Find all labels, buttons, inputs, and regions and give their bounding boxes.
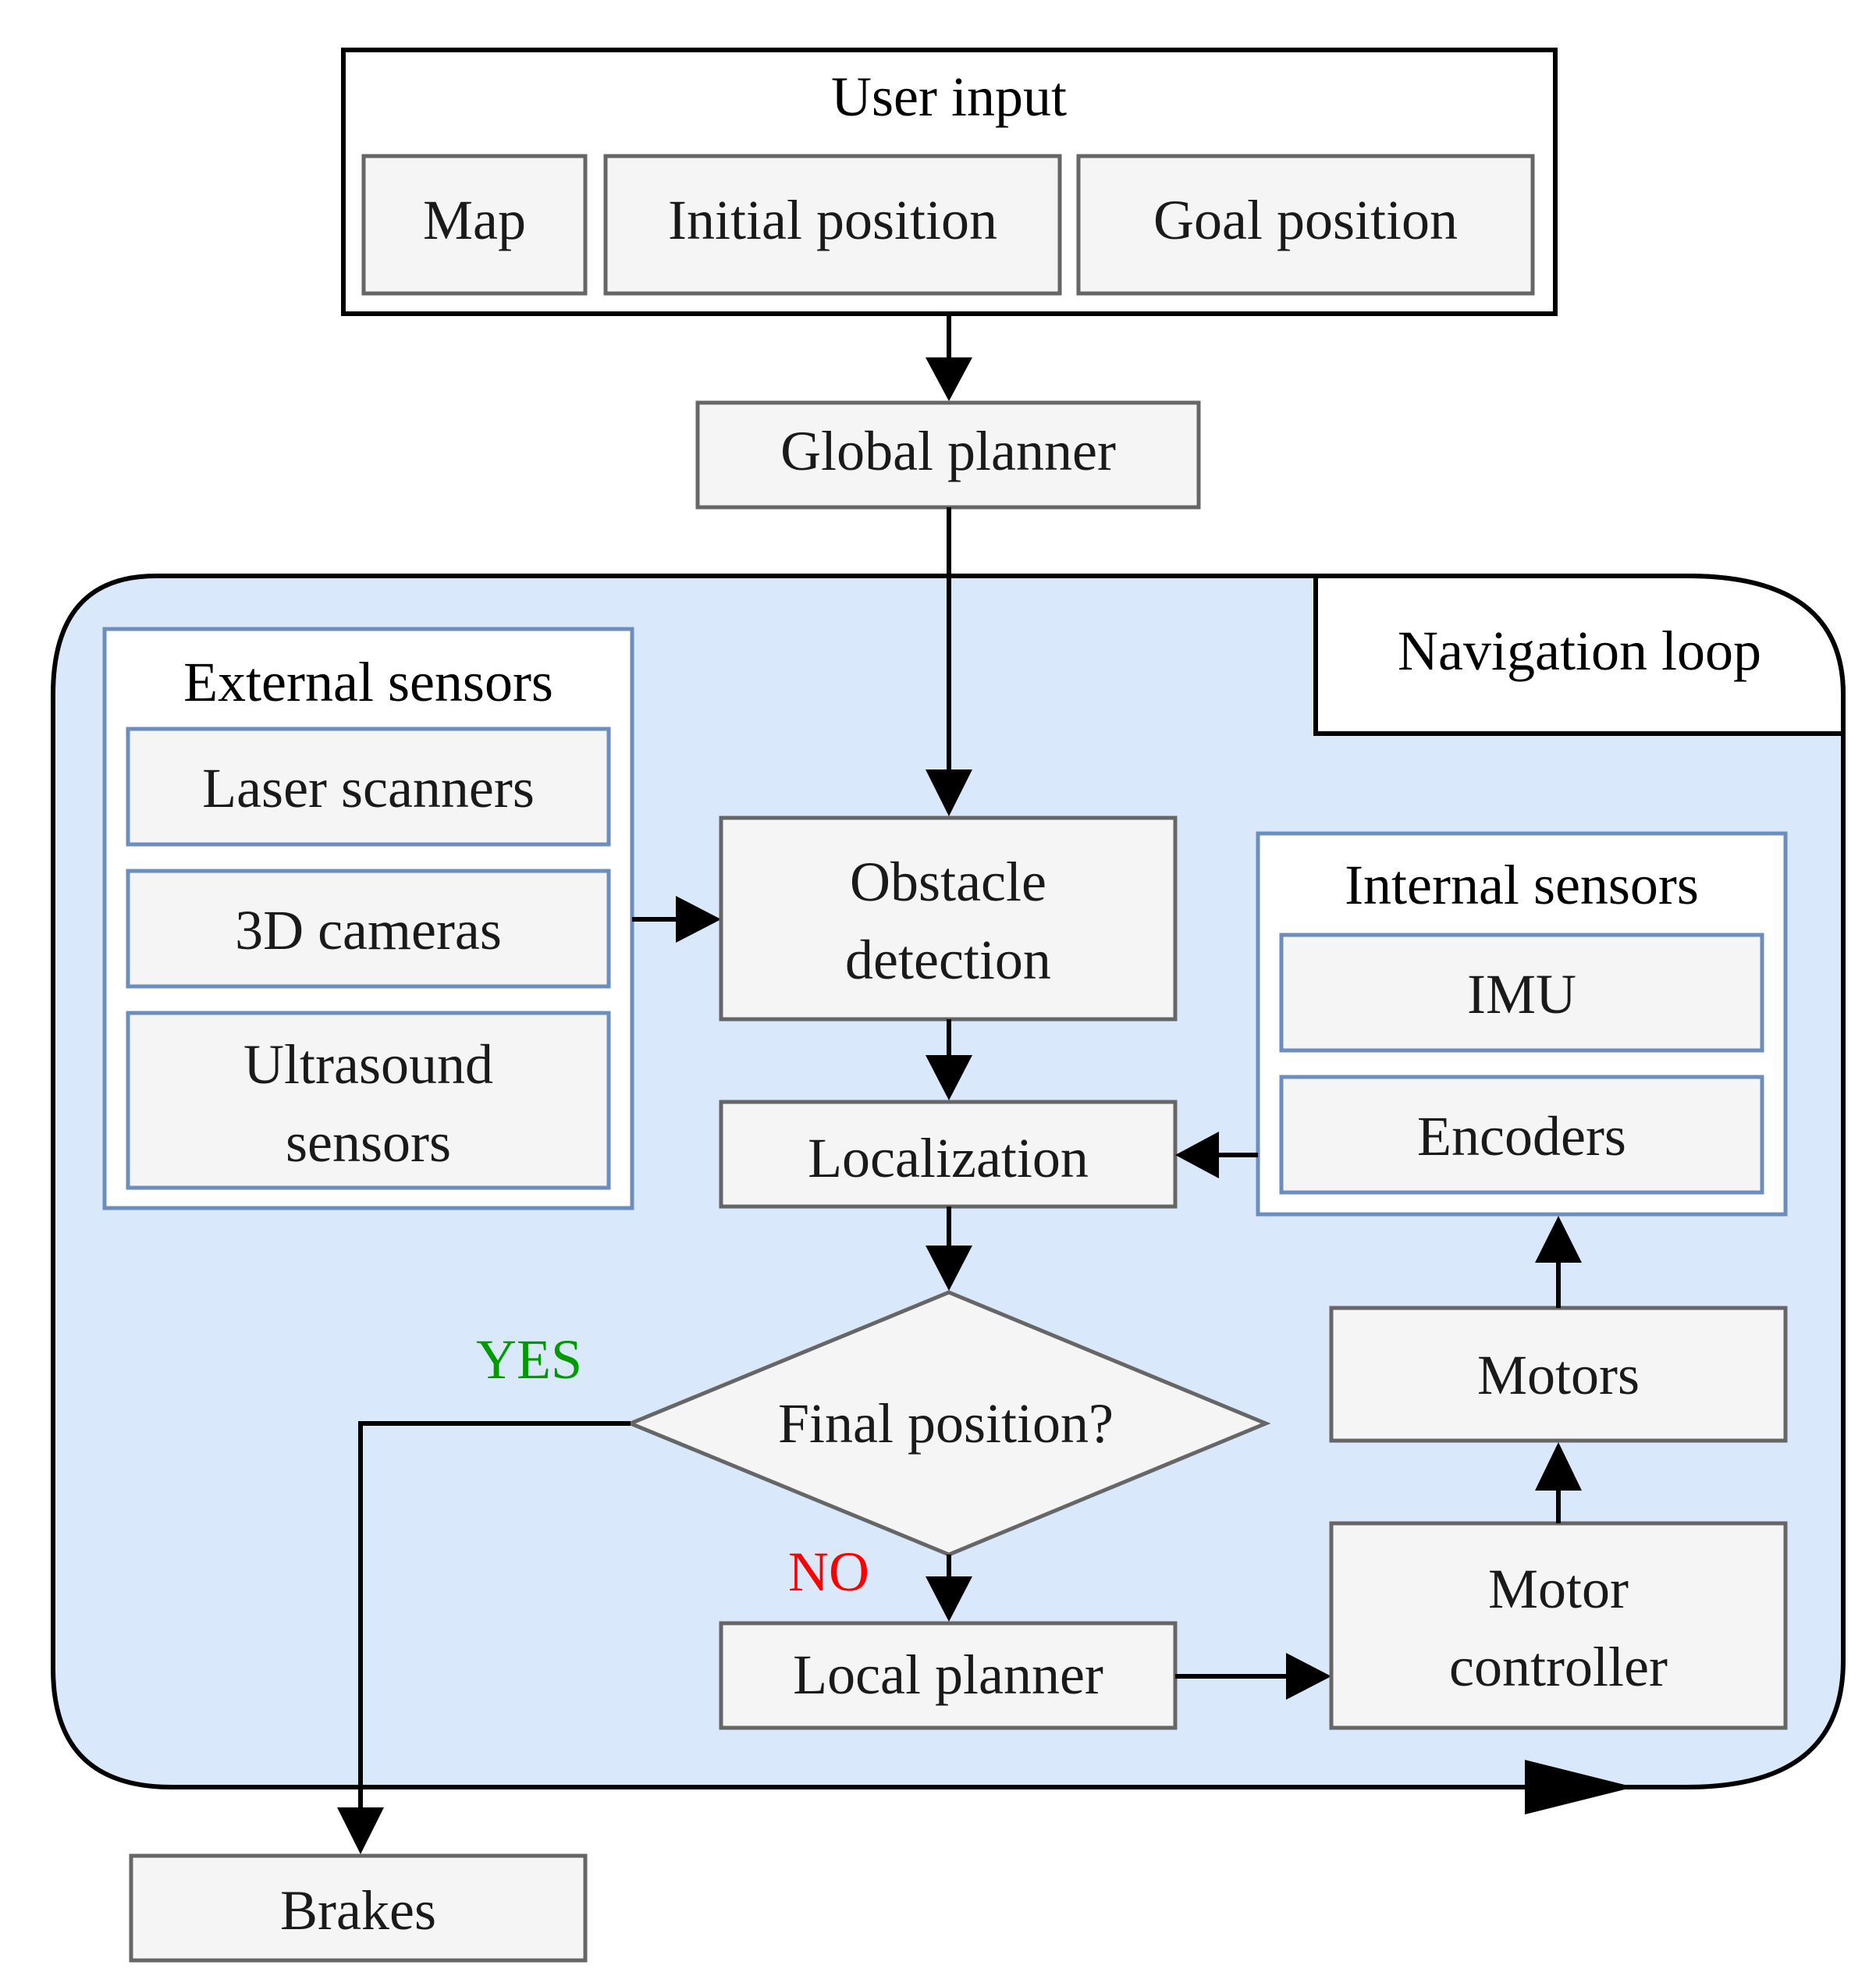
local-planner-box[interactable]: Local planner [719,1621,1178,1730]
internal-sensors-title: Internal sensors [1345,854,1699,916]
ultrasound-label-line1: Ultrasound [243,1033,493,1096]
map-box[interactable]: Map [361,154,588,296]
obstacle-detection-line2: detection [845,929,1051,991]
motor-controller-box[interactable]: Motor controller [1329,1521,1788,1730]
arrow-controller-to-motors [1535,1442,1582,1523]
external-sensors-group: External sensors Laser scanners 3D camer… [102,627,634,1210]
initial-position-label: Initial position [668,189,997,251]
localization-label: Localization [808,1127,1089,1189]
encoders-box[interactable]: Encoders [1279,1075,1764,1195]
local-planner-label: Local planner [793,1644,1103,1706]
arrow-yes-to-brakes [337,1421,631,1854]
yes-label: YES [476,1328,582,1391]
imu-box[interactable]: IMU [1279,933,1764,1053]
no-label: NO [788,1541,869,1603]
final-position-label: Final position? [778,1392,1114,1455]
arrow-user-to-global [926,314,972,401]
final-position-decision[interactable]: Final position? [625,1290,1271,1557]
motor-controller-line1: Motor [1488,1558,1629,1620]
arrow-obstacle-to-localization [926,1019,972,1100]
external-sensors-title: External sensors [183,651,553,713]
motors-box[interactable]: Motors [1329,1306,1788,1443]
global-planner-box[interactable]: Global planner [695,400,1201,510]
ultrasound-sensors-box[interactable]: Ultrasound sensors [126,1011,611,1190]
arrow-localization-to-decision [926,1207,972,1291]
3d-cameras-label: 3D cameras [235,899,502,961]
loop-direction-arrow [1525,1760,1634,1814]
arrow-motors-to-internal [1535,1216,1582,1308]
goal-position-box[interactable]: Goal position [1076,154,1535,296]
obstacle-detection-line1: Obstacle [850,851,1046,913]
arrow-no-to-local-planner [926,1555,972,1622]
initial-position-box[interactable]: Initial position [603,154,1062,296]
3d-cameras-box[interactable]: 3D cameras [126,869,611,989]
encoders-label: Encoders [1417,1105,1626,1167]
navigation-loop-title: Navigation loop [1398,620,1761,682]
laser-scanners-box[interactable]: Laser scanners [126,727,611,847]
motor-controller-line2: controller [1449,1636,1668,1698]
internal-sensors-group: Internal sensors IMU Encoders [1256,831,1788,1217]
arrow-local-to-controller [1175,1653,1331,1700]
ultrasound-label-line2: sensors [286,1111,451,1174]
user-input-title: User input [831,66,1067,128]
brakes-label: Brakes [280,1879,436,1942]
obstacle-detection-box[interactable]: Obstacle detection [719,816,1178,1022]
brakes-box[interactable]: Brakes [129,1853,588,1963]
laser-scanners-label: Laser scanners [202,757,535,819]
arrow-external-to-obstacle [632,896,721,943]
motors-label: Motors [1477,1344,1640,1406]
map-label: Map [423,189,526,251]
arrow-internal-to-localization [1175,1132,1258,1178]
imu-label: IMU [1467,963,1576,1025]
arrow-global-to-obstacle [926,507,972,816]
global-planner-label: Global planner [780,420,1116,482]
goal-position-label: Goal position [1153,189,1458,251]
user-input-group: User input Map Initial position Goal pos… [341,48,1558,316]
localization-box[interactable]: Localization [719,1100,1178,1209]
